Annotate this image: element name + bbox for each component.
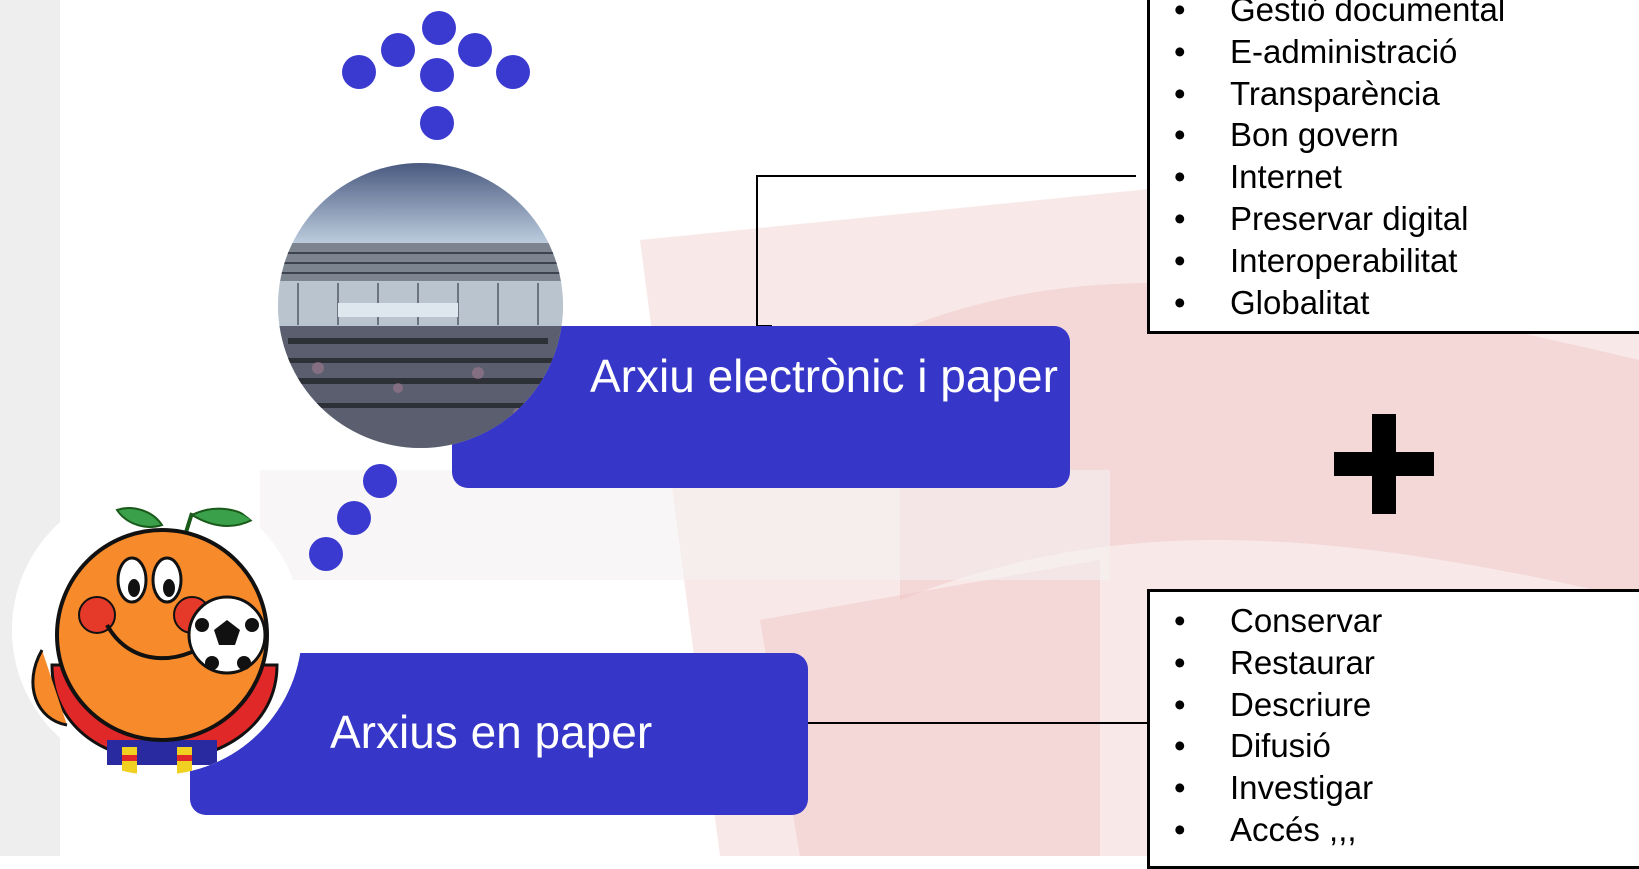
decorative-dot — [458, 33, 492, 67]
decorative-dot — [422, 11, 456, 45]
node-top-box: Arxiu electrònic i paper — [452, 326, 1070, 488]
list-bottom: Conservar Restaurar Descriure Difusió In… — [1150, 600, 1639, 851]
decorative-dot — [381, 33, 415, 67]
plus-text: + — [1334, 414, 1335, 415]
plus-sign: + — [1334, 414, 1434, 514]
connector-line — [756, 175, 758, 327]
list-item: Gestió documental — [1150, 0, 1639, 31]
list-top-box: Gestió documental E-administració Transp… — [1147, 0, 1639, 334]
node-top-label: Arxiu electrònic i paper — [590, 350, 1058, 402]
decorative-dot — [337, 501, 371, 535]
list-item: Internet — [1150, 156, 1639, 198]
decorative-dot — [420, 106, 454, 140]
list-item: Difusió — [1150, 725, 1639, 767]
connector-line — [756, 175, 1136, 177]
list-item: Restaurar — [1150, 642, 1639, 684]
list-item: Accés ,,, — [1150, 809, 1639, 851]
list-item: Descriure — [1150, 684, 1639, 726]
list-item: Bon govern — [1150, 114, 1639, 156]
list-bottom-box: Conservar Restaurar Descriure Difusió In… — [1147, 589, 1639, 869]
orange-mascot-image — [12, 485, 302, 775]
stadium-photo — [278, 163, 563, 448]
node-bottom-label: Arxius en paper — [330, 706, 653, 758]
list-item: E-administració — [1150, 31, 1639, 73]
decorative-dot — [420, 58, 454, 92]
list-item: Preservar digital — [1150, 198, 1639, 240]
decorative-dot — [363, 464, 397, 498]
list-item: Conservar — [1150, 600, 1639, 642]
connector-line — [805, 722, 1150, 724]
list-top: Gestió documental E-administració Transp… — [1150, 0, 1639, 323]
decorative-dot — [309, 537, 343, 571]
list-item: Transparència — [1150, 73, 1639, 115]
list-item: Investigar — [1150, 767, 1639, 809]
decorative-dot — [342, 55, 376, 89]
decorative-dot — [496, 55, 530, 89]
list-item: Globalitat — [1150, 282, 1639, 324]
node-bottom-box: Arxius en paper — [190, 653, 808, 815]
list-item: Interoperabilitat — [1150, 240, 1639, 282]
